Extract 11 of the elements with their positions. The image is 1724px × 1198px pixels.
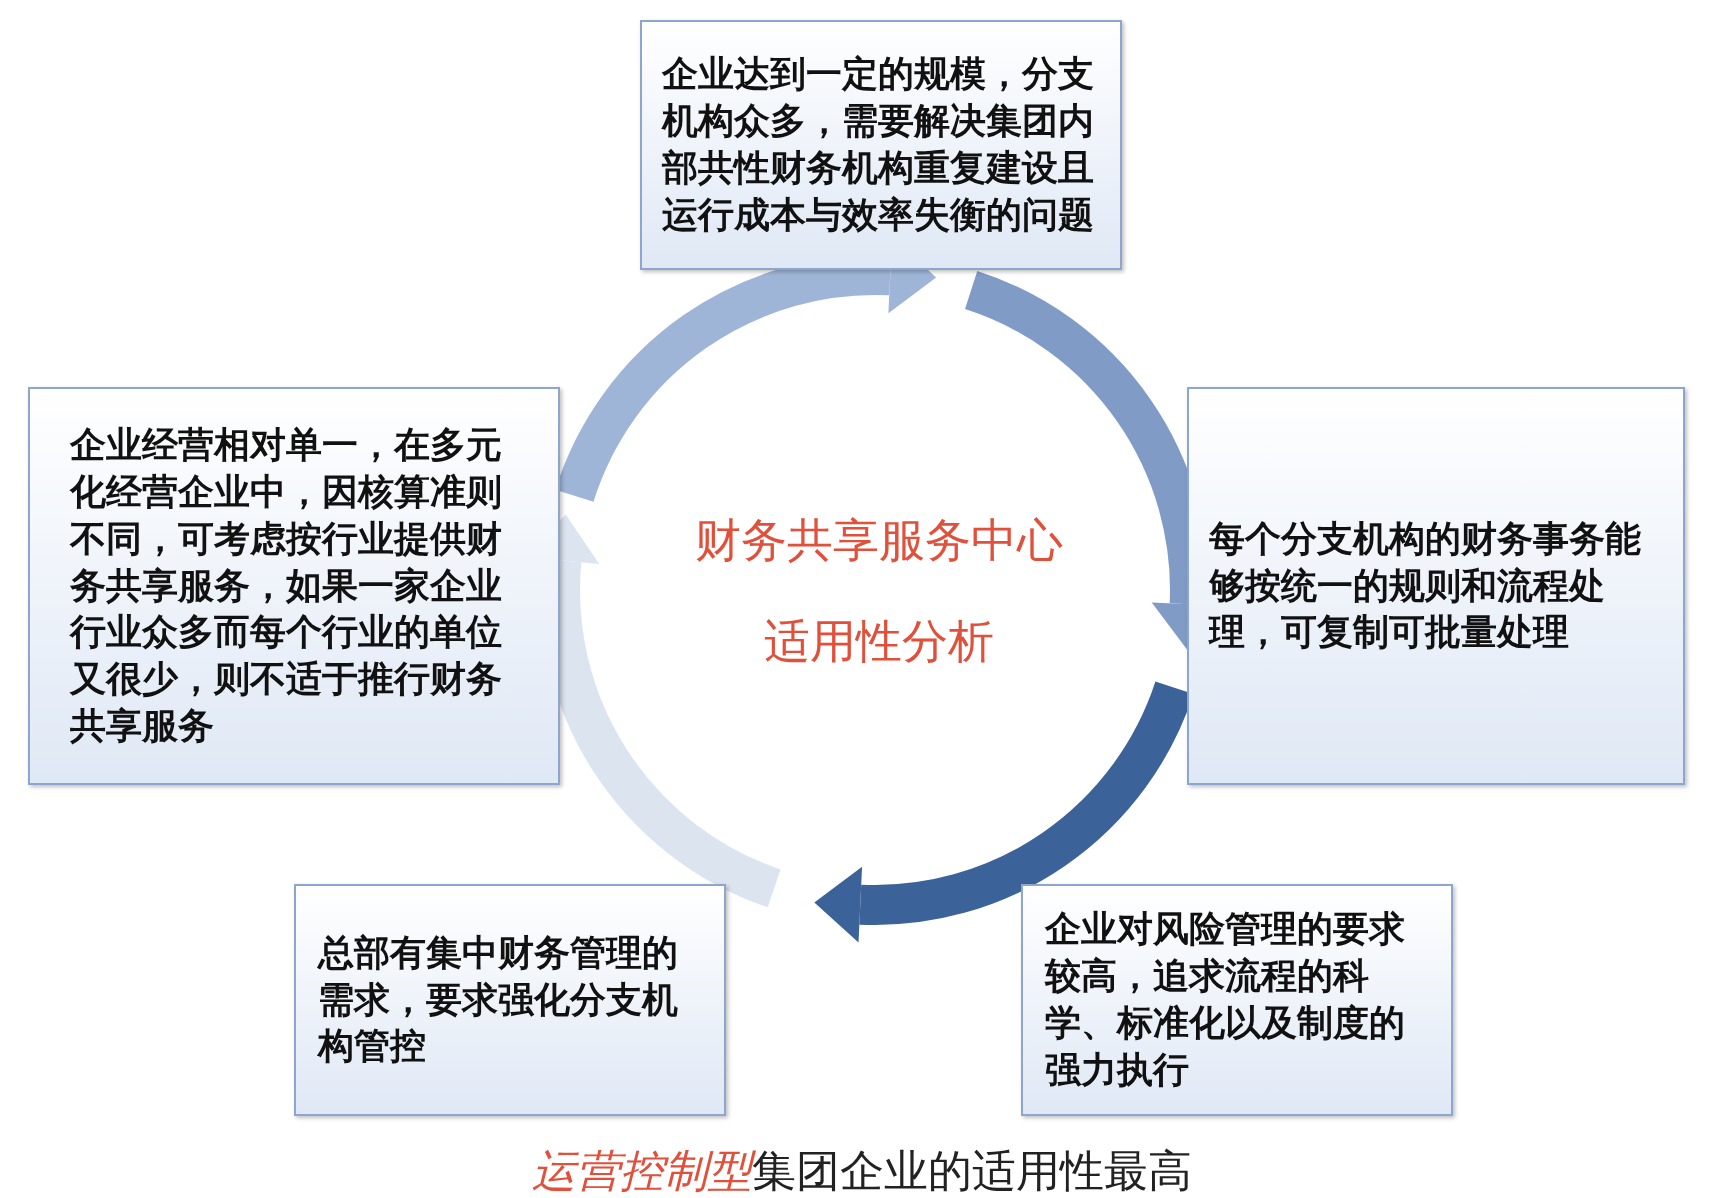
text-box	[294, 884, 726, 1116]
center-title: 财务共享服务中心适用性分析	[693, 512, 1064, 671]
box-text: 每个分支机构的财务事务能够按统一的规则和流程处理，可复制可批量处理	[1209, 516, 1642, 655]
box-text: 企业达到一定的规模，分支机构众多，需要解决集团内部共性财务机构重复建设且运行成本与效率失衡的问题	[662, 52, 1095, 237]
box-text: 企业经营相对单一，在多元化经营企业中，因核算准则不同，可考虑按行业提供财务共享服务，如果一家企业行业众多而每个行业的单位又很少，则不适于推行财务共享服务	[70, 423, 503, 748]
box-text: 总部有集中财务管理的需求，要求强化分支机构管控	[318, 930, 679, 1069]
text-box	[1021, 884, 1453, 1116]
text-box	[1187, 387, 1685, 785]
text-box	[640, 20, 1122, 270]
text-box	[28, 387, 560, 785]
box-text: 企业对风险管理的要求较高，追求流程的科学、标准化以及制度的强力执行	[1045, 907, 1406, 1092]
